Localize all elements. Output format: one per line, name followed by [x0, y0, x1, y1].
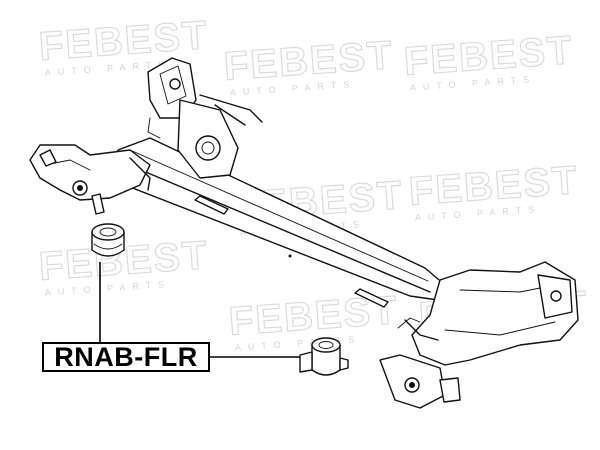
part-number-label: RNAB-FLR	[42, 342, 210, 372]
beam-slot	[194, 195, 229, 215]
leader-lines	[99, 262, 300, 358]
part-number-text: RNAB-FLR	[54, 341, 198, 372]
watermark-brand: FEBEST	[38, 13, 210, 69]
watermark-brand: FEBEST	[408, 158, 580, 214]
beam-slot	[354, 288, 389, 308]
right-trailing-arm	[379, 261, 579, 409]
upper-mount-bracket	[147, 57, 263, 179]
febest-watermark: FEBEST AUTO PARTS	[407, 158, 581, 223]
watermark-brand: FEBEST	[223, 33, 395, 89]
febest-watermark: FEBEST AUTO PARTS	[402, 28, 576, 93]
bushing-left	[91, 223, 125, 257]
bushing-right	[299, 337, 349, 376]
left-trailing-arm	[29, 144, 151, 215]
febest-watermark: FEBEST AUTO PARTS	[222, 33, 396, 98]
watermark-brand: FEBEST	[403, 28, 575, 84]
